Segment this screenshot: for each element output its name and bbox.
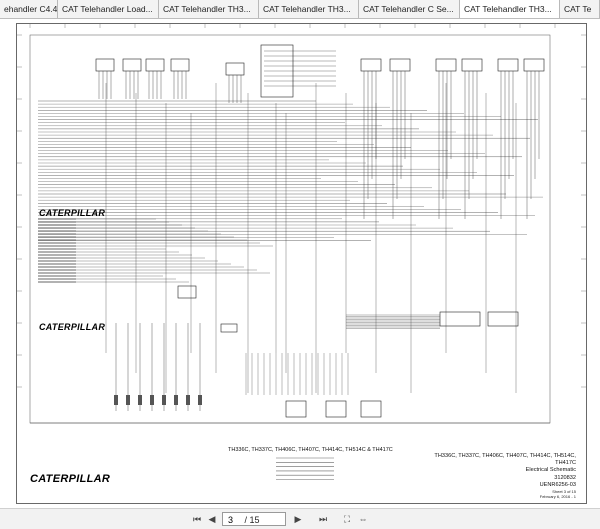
- switch-box: [285, 400, 307, 418]
- title-block: TH336C, TH337C, TH406C, TH407C, TH414C, …: [433, 453, 576, 489]
- title-models: TH336C, TH337C, TH406C, TH407C, TH414C, …: [434, 453, 576, 467]
- fit-width-icon[interactable]: ⇔: [358, 514, 368, 524]
- connector-box: [360, 58, 382, 72]
- tab-telehandler-th3-active[interactable]: CAT Telehandler TH3... ×: [460, 0, 560, 18]
- title-name: Electrical Schematic: [525, 467, 576, 474]
- connector-pin: [162, 395, 166, 405]
- schematic-caption: TH336C, TH337C, TH406C, TH407C, TH414C, …: [228, 447, 393, 453]
- connector-box: [225, 62, 245, 76]
- title-uenr: UENR6256-03: [539, 481, 576, 488]
- schematic-drawing: [16, 23, 587, 504]
- sheet-date: February 6, 2016 - 1: [539, 494, 576, 499]
- tab-telehandler-load[interactable]: CAT Telehandler Load... ×: [58, 0, 159, 18]
- connector-box: [523, 58, 545, 72]
- connector-box: [461, 58, 483, 72]
- connector-right: [439, 311, 481, 327]
- connector-right: [487, 311, 519, 327]
- page-number-field[interactable]: / 15: [222, 512, 286, 526]
- cat-logo-left-middle: CATERPILLAR: [39, 322, 106, 332]
- sheet-info: Sheet 3 of 15 February 6, 2016 - 1: [486, 489, 576, 499]
- cat-logo-left-top: CATERPILLAR: [39, 208, 106, 218]
- fit-page-icon[interactable]: ⛶: [343, 514, 351, 524]
- tab-c44[interactable]: ehandler C4.4... ×: [0, 0, 58, 18]
- sheet-frame: [16, 23, 587, 504]
- relay-box: [220, 323, 238, 333]
- switch-box: [325, 400, 347, 418]
- drawing-border: [29, 34, 551, 424]
- connector-pin: [114, 395, 118, 405]
- first-page-button[interactable]: ⏮: [192, 514, 202, 524]
- connector-pin: [126, 395, 130, 405]
- connector-pin: [138, 395, 142, 405]
- tab-label: CAT Telehandler TH3...: [464, 4, 552, 14]
- tab-label: CAT Telehandler C Se...: [363, 4, 454, 14]
- tab-label: CAT Te: [564, 4, 592, 14]
- switch-box: [360, 400, 382, 418]
- next-page-button[interactable]: ▶: [294, 514, 302, 524]
- connector-pin: [198, 395, 202, 405]
- sheet-number: Sheet 3 of 15: [552, 489, 576, 494]
- connector-box: [435, 58, 457, 72]
- tab-telehandler-th3-b[interactable]: CAT Telehandler TH3... ×: [259, 0, 359, 18]
- connector-box: [95, 58, 115, 72]
- connector-box: [122, 58, 142, 72]
- tab-label: ehandler C4.4...: [4, 4, 58, 14]
- tab-label: CAT Telehandler TH3...: [163, 4, 251, 14]
- connector-box: [497, 58, 519, 72]
- connector-box: [145, 58, 165, 72]
- connector-box: [389, 58, 411, 72]
- tab-bar: ehandler C4.4... × CAT Telehandler Load.…: [0, 0, 600, 19]
- tab-telehandler-c-se[interactable]: CAT Telehandler C Se... ×: [359, 0, 460, 18]
- connector-pin: [186, 395, 190, 405]
- pdf-toolbar: ⏮ ◀ / 15 ▶ ⏭ ⛶ ⇔: [0, 508, 600, 529]
- page-number-input[interactable]: [228, 515, 242, 525]
- last-page-button[interactable]: ⏭: [318, 514, 328, 524]
- tab-label: CAT Telehandler Load...: [62, 4, 153, 14]
- tab-label: CAT Telehandler TH3...: [263, 4, 351, 14]
- connector-box: [170, 58, 190, 72]
- schematic-sheet: CATERPILLAR CATERPILLAR CATERPILLAR TH33…: [16, 23, 587, 504]
- document-viewport[interactable]: CATERPILLAR CATERPILLAR CATERPILLAR TH33…: [0, 19, 600, 508]
- part-list-lines: [276, 457, 334, 480]
- previous-page-button[interactable]: ◀: [208, 514, 216, 524]
- title-part-number: 3120832: [554, 474, 576, 481]
- connector-pin: [150, 395, 154, 405]
- tab-telehandler-th3-a[interactable]: CAT Telehandler TH3... ×: [159, 0, 259, 18]
- connector-pin: [174, 395, 178, 405]
- page-total: / 15: [244, 515, 260, 525]
- relay-box: [177, 285, 197, 299]
- cat-logo-bottom: CATERPILLAR: [30, 473, 111, 485]
- tab-cat-te[interactable]: CAT Te: [560, 0, 600, 18]
